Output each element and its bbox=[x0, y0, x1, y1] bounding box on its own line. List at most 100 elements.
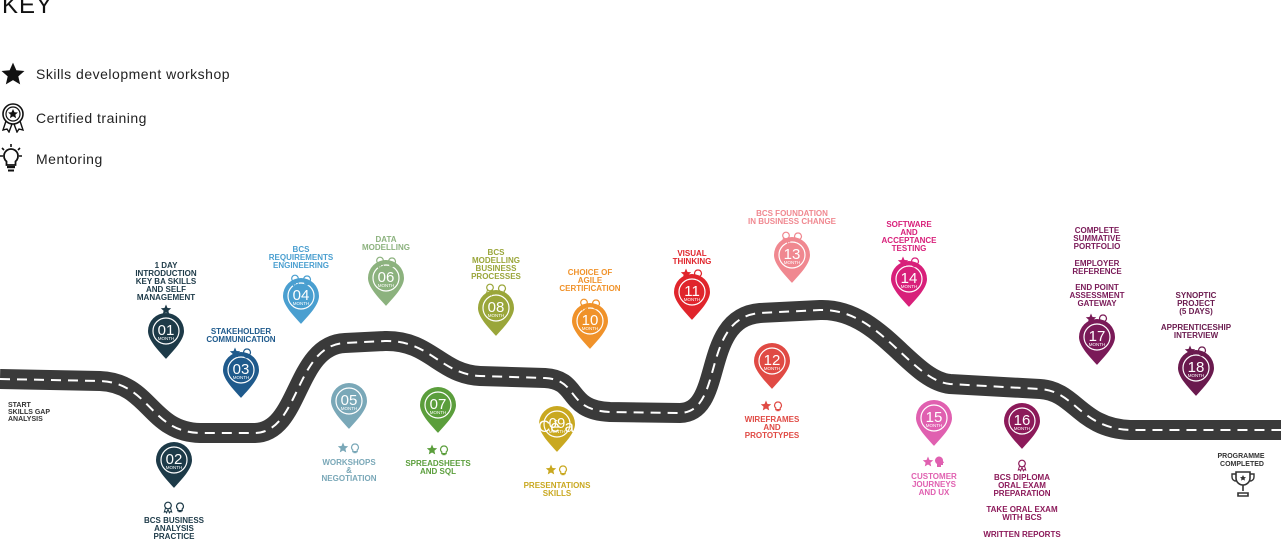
month-number: 05 bbox=[341, 392, 358, 409]
ribbon-badge-icon bbox=[485, 283, 495, 297]
lightbulb-icon bbox=[388, 257, 396, 268]
lightbulb-icon bbox=[440, 445, 448, 456]
ribbon-badge-icon bbox=[1017, 459, 1027, 473]
lightbulb-icon bbox=[774, 401, 782, 412]
ribbon-badge-icon bbox=[781, 231, 791, 245]
month-word: MONTH bbox=[764, 366, 781, 371]
ribbon-badge-icon bbox=[0, 103, 28, 133]
month-number: 15 bbox=[926, 409, 943, 426]
month-number: 11 bbox=[684, 283, 700, 300]
star-icon bbox=[680, 268, 692, 279]
head-icon bbox=[935, 456, 944, 467]
month-word: MONTH bbox=[158, 336, 175, 341]
month-number: 07 bbox=[430, 396, 447, 413]
star-icon bbox=[160, 304, 172, 315]
key-item-label: Mentoring bbox=[36, 151, 103, 167]
programme-completed: PROGRAMME COMPLETED bbox=[1217, 453, 1266, 497]
month-word: MONTH bbox=[233, 375, 250, 380]
month-word: MONTH bbox=[166, 465, 183, 470]
month-word: MONTH bbox=[684, 297, 701, 302]
overlay-text: Cé al bbox=[538, 417, 578, 436]
lightbulb-icon bbox=[243, 348, 251, 359]
lightbulb-icon bbox=[1198, 346, 1206, 357]
key-item-mentoring: Mentoring bbox=[0, 144, 103, 174]
month-number: 03 bbox=[233, 361, 250, 378]
month-number: 09 bbox=[549, 415, 566, 432]
key-item-workshop: Skills development workshop bbox=[0, 59, 230, 89]
lightbulb-icon bbox=[498, 284, 506, 295]
start-label: START SKILLS GAP ANALYSIS bbox=[8, 402, 52, 423]
svg-text:PROGRAMME COMPLETED: PROGRAMME COMPLETED bbox=[1217, 453, 1266, 468]
milestone-label: WORKSHOPS&NEGOTIATION bbox=[322, 458, 377, 483]
month-word: MONTH bbox=[582, 326, 599, 331]
month-number: 17 bbox=[1089, 328, 1106, 345]
month-number: 08 bbox=[488, 299, 505, 316]
star-icon bbox=[897, 256, 909, 267]
month-word: MONTH bbox=[901, 284, 918, 289]
month-number: 13 bbox=[784, 246, 801, 263]
month-number: 06 bbox=[378, 269, 395, 286]
trophy-icon bbox=[1231, 471, 1255, 497]
lightbulb-icon bbox=[694, 269, 702, 280]
month-word: MONTH bbox=[293, 301, 310, 306]
lightbulb-icon bbox=[911, 257, 919, 268]
lightbulb-icon bbox=[1099, 314, 1107, 325]
ribbon-badge-icon bbox=[163, 501, 173, 515]
star-icon bbox=[426, 444, 438, 455]
month-number: 18 bbox=[1188, 359, 1205, 376]
month-word: MONTH bbox=[1014, 426, 1031, 431]
key-item-label: Skills development workshop bbox=[36, 66, 231, 82]
month-number: 12 bbox=[764, 352, 781, 369]
month-number: 02 bbox=[166, 451, 183, 468]
star-icon bbox=[337, 442, 349, 453]
month-word: MONTH bbox=[488, 313, 505, 318]
month-word: MONTH bbox=[926, 423, 943, 428]
lightbulb-icon bbox=[794, 232, 802, 243]
key-title: KEY bbox=[2, 0, 54, 19]
month-word: MONTH bbox=[378, 283, 395, 288]
month-word: MONTH bbox=[1188, 373, 1205, 378]
